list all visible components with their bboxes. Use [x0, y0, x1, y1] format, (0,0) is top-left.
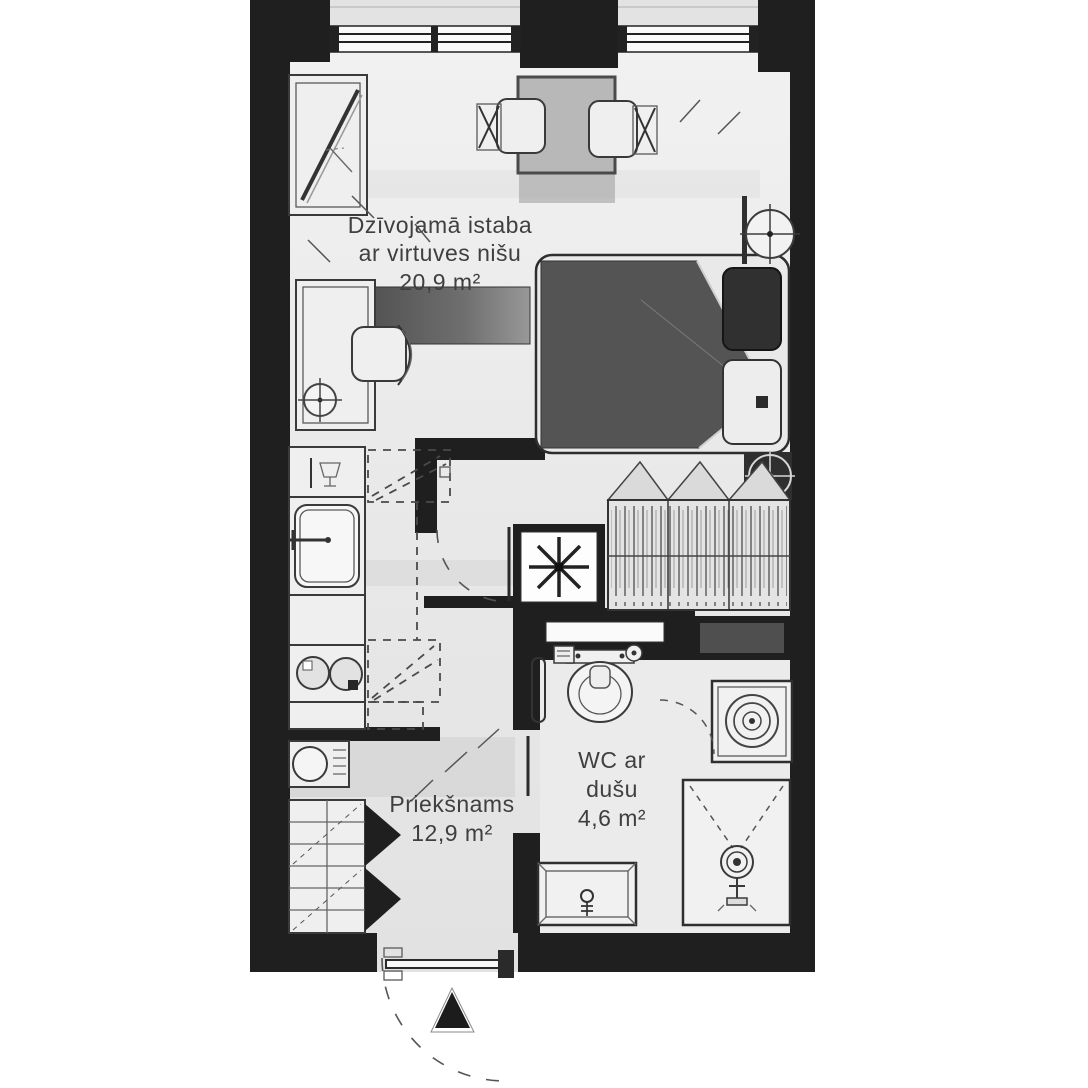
wc-niche-shelf [545, 621, 665, 643]
kitchen-counter [288, 701, 366, 730]
dining-chair-right [588, 100, 658, 158]
swing-ticks-living [307, 99, 741, 263]
wc-label: WC ar [578, 747, 646, 773]
washbasin [536, 861, 638, 927]
bedside-lamp-top-icon [740, 196, 800, 264]
hanger-wardrobe [606, 460, 792, 611]
room-labels: Dzīvojamā istaba ar virtuves nišu 20,9 m… [348, 212, 646, 846]
pillow-dark [722, 267, 782, 351]
washing-machine [659, 679, 794, 764]
shoe-shelf [288, 799, 401, 934]
burner-icon [296, 656, 330, 690]
wc-label-2: dušu [586, 776, 638, 802]
living-room-label-2: ar virtuves nišu [359, 240, 522, 266]
ventilation-fan-icon [513, 524, 605, 610]
duct-shaft [690, 616, 793, 660]
entrance-marker-triangle [430, 986, 475, 1033]
bed [534, 253, 791, 455]
upper-cabinets-dashed [367, 449, 451, 730]
kitchen-sink [288, 496, 366, 596]
door-swing-triangle [365, 804, 401, 866]
dining-chair-left [476, 98, 546, 154]
hallway-label: Priekšnams [389, 791, 514, 817]
toilet [565, 649, 635, 723]
door-swing-triangle [365, 868, 401, 931]
sliding-wardrobe [288, 74, 368, 216]
table-shadow [519, 173, 615, 203]
kitchen [288, 446, 451, 730]
valve-icon [625, 644, 643, 662]
entrance-door [381, 947, 514, 1082]
window-right [617, 25, 759, 53]
interior-door [436, 527, 511, 603]
wc-room [526, 621, 794, 927]
floor-lamp-icon [298, 378, 342, 422]
wc-area: 4,6 m² [578, 805, 646, 831]
shower [681, 778, 792, 927]
kitchen-cabinet-glass [288, 446, 366, 498]
swing-ticks-hall [411, 728, 500, 801]
desk-chair [351, 324, 413, 386]
kitchen-counter [288, 594, 366, 646]
dining-set [476, 75, 658, 203]
living-room-area: 20,9 m² [399, 269, 480, 295]
balcony-edge [330, 0, 758, 26]
hallway-area: 12,9 m² [411, 820, 492, 846]
living-room-label: Dzīvojamā istaba [348, 212, 532, 238]
boiler-cabinet [288, 740, 350, 788]
pillow-light [722, 359, 782, 445]
toilet-paper-holder-icon [553, 645, 575, 664]
glass-icon [319, 462, 341, 487]
towel-radiator [531, 657, 546, 723]
walls [250, 0, 815, 972]
cooktop [288, 644, 366, 703]
window-left [329, 25, 521, 53]
